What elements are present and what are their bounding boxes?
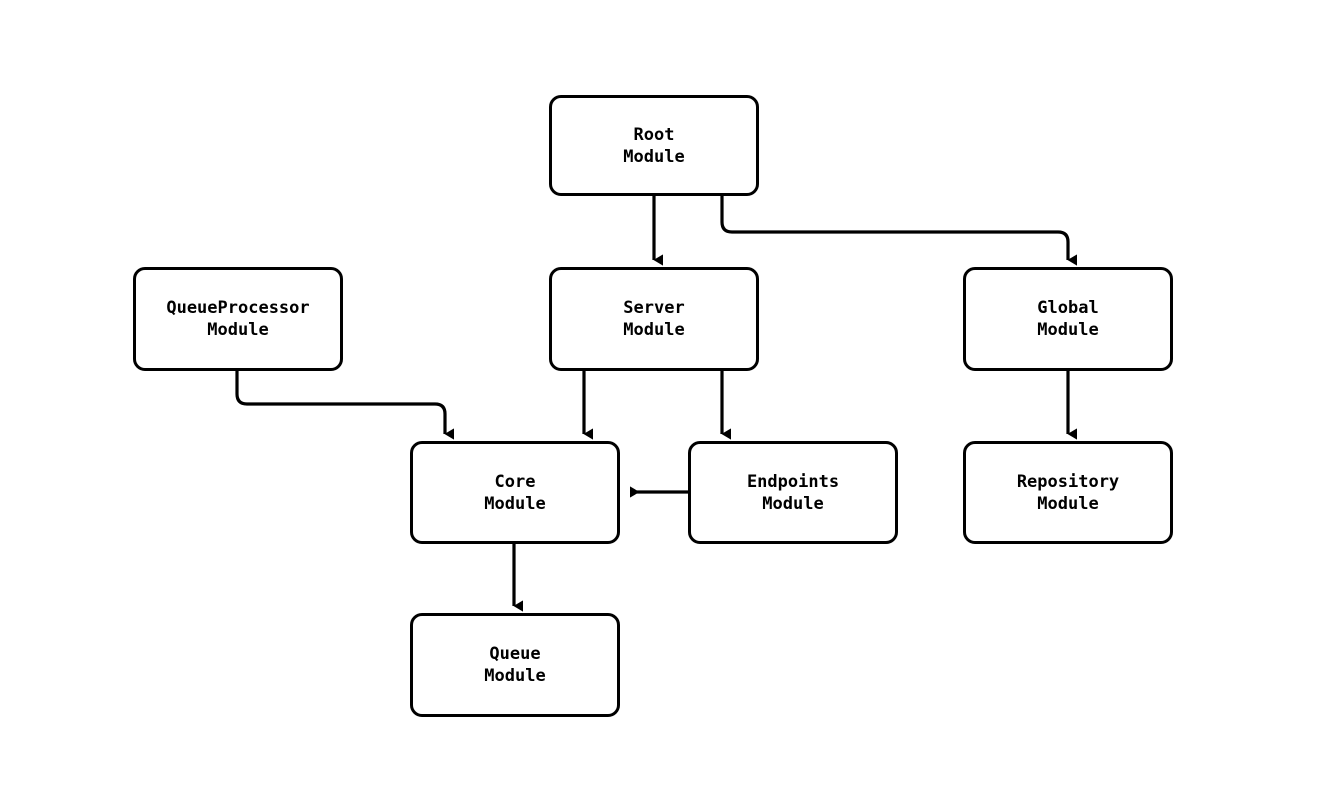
edge-queueprocessor-core: [235, 371, 454, 440]
node-label-primary: Global: [1037, 298, 1099, 318]
node-label-secondary: Module: [762, 493, 824, 514]
node-label-secondary: Module: [484, 666, 546, 686]
node-label-secondary: Module: [1037, 320, 1099, 340]
node-label-primary: QueueProcessor: [166, 298, 310, 318]
edge-root-global: [720, 196, 1077, 266]
node-label-primary: Server: [623, 298, 685, 318]
node-label-secondary: Module: [623, 146, 685, 167]
node-label-secondary: Module: [207, 320, 269, 340]
node-label-primary: Endpoints: [746, 471, 840, 492]
node-label-secondary: Module: [623, 320, 685, 340]
node-label-secondary: Module: [484, 493, 546, 514]
node-label-secondary: Module: [1037, 493, 1099, 514]
node-label-primary: Queue: [489, 644, 541, 664]
edges-group: [235, 196, 1077, 612]
node-label-primary: Repository: [1016, 471, 1120, 492]
node-label-primary: Core: [494, 471, 536, 492]
node-label-primary: Root: [633, 124, 675, 145]
